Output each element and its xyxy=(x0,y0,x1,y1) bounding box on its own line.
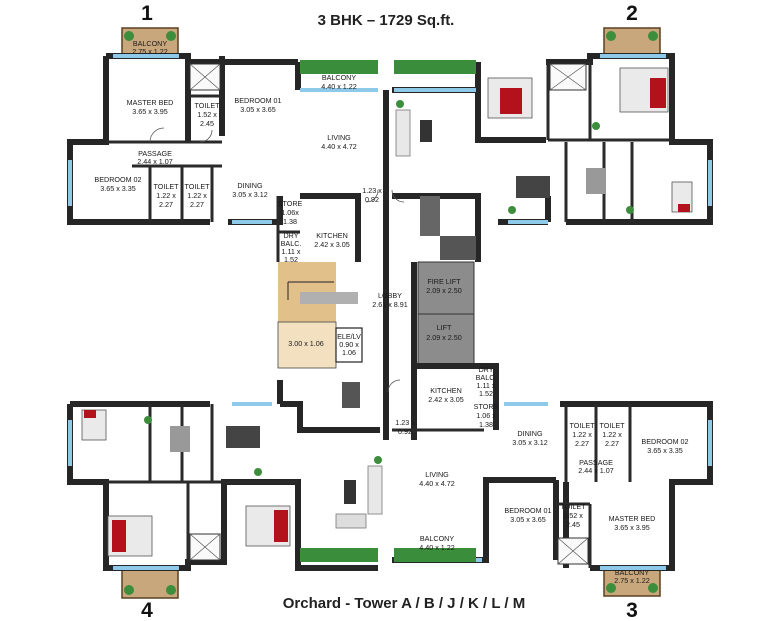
unit-3 xyxy=(387,363,713,597)
plan-caption: Orchard - Tower A / B / J / K / L / M xyxy=(283,595,526,612)
unit-number-4: 4 xyxy=(141,599,153,621)
unit-4 xyxy=(67,380,383,599)
unit-1 xyxy=(67,27,379,262)
stair-label: 3.00 x 1.06 xyxy=(288,339,324,348)
unit-number-1: 1 xyxy=(141,2,153,25)
unit-number-3: 3 xyxy=(626,599,638,621)
unit-2 xyxy=(391,27,713,262)
unit-number-2: 2 xyxy=(626,2,638,25)
core xyxy=(277,90,475,440)
plan-title: 3 BHK – 1729 Sq.ft. xyxy=(318,12,455,29)
